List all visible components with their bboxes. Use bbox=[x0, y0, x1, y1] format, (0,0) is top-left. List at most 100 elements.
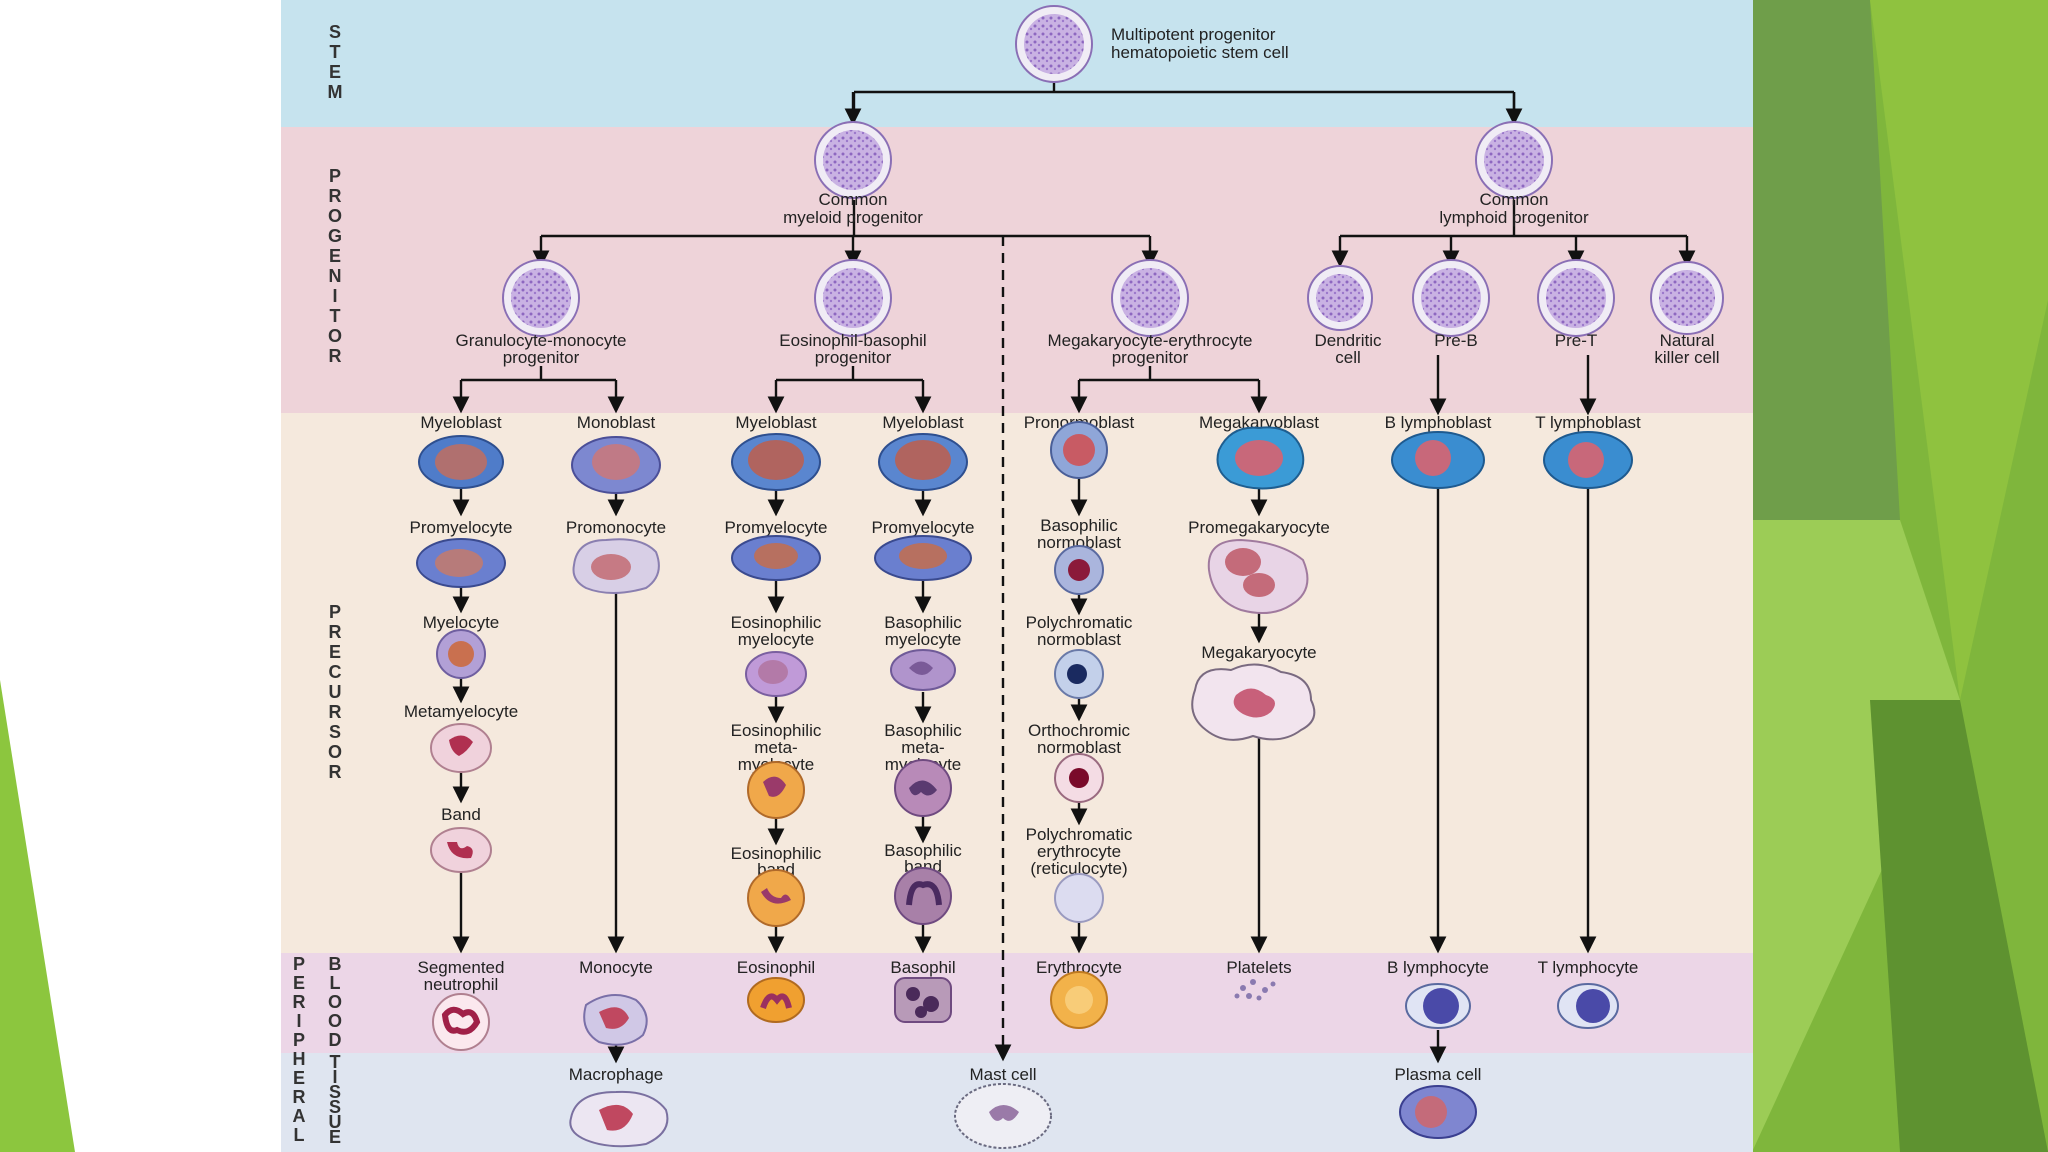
myeloid-branch bbox=[541, 200, 1150, 238]
right-green-shade-2 bbox=[1870, 0, 2048, 700]
nk-label-2: killer cell bbox=[1654, 348, 1719, 367]
myeloblast-3-label: Myeloblast bbox=[882, 413, 964, 432]
eos-meta-label-2: meta- bbox=[754, 738, 797, 757]
megakaryoblast-label: Megakaryoblast bbox=[1199, 413, 1319, 432]
basophil-label: Basophil bbox=[890, 958, 955, 977]
neutrophil-label-1: Segmented bbox=[418, 958, 505, 977]
plasma-cell-label: Plasma cell bbox=[1395, 1065, 1482, 1084]
megakaryoblast-cell bbox=[1216, 426, 1305, 490]
me-label-1: Megakaryocyte-erythrocyte bbox=[1047, 331, 1252, 350]
lymphoid-label-1: Common bbox=[1480, 190, 1549, 209]
baso-myelocyte-label-1: Basophilic bbox=[884, 613, 962, 632]
myeloid-label-1: Common bbox=[819, 190, 888, 209]
myeloblast-2-label: Myeloblast bbox=[735, 413, 817, 432]
baso-band-label-1: Basophilic bbox=[884, 841, 962, 860]
gm-progenitor-cell bbox=[502, 259, 580, 337]
poly-normoblast-label-1: Polychromatic bbox=[1026, 613, 1133, 632]
monocyte-cell bbox=[583, 994, 648, 1046]
myeloid-label-2: myeloid progenitor bbox=[783, 208, 923, 227]
eos-band-label-1: Eosinophilic bbox=[731, 844, 822, 863]
baso-myelocyte-label-2: myelocyte bbox=[885, 630, 962, 649]
megakaryocyte-label: Megakaryocyte bbox=[1201, 643, 1316, 662]
monoblast-cell bbox=[571, 436, 661, 494]
dendritic-label-2: cell bbox=[1335, 348, 1361, 367]
common-myeloid-progenitor-cell bbox=[814, 121, 892, 199]
basophil-cell bbox=[894, 977, 952, 1023]
lymphoid-branch bbox=[1340, 200, 1687, 238]
left-green-accent bbox=[0, 680, 75, 1152]
lymphoid-label-2: lymphoid progenitor bbox=[1439, 208, 1589, 227]
poly-erythrocyte-label-3: (reticulocyte) bbox=[1030, 859, 1127, 878]
gm-label-1: Granulocyte-monocyte bbox=[455, 331, 626, 350]
band-cell bbox=[430, 827, 492, 873]
basophilic-normoblast-cell bbox=[1054, 545, 1104, 595]
eb-progenitor-cell bbox=[814, 259, 892, 337]
dendritic-label-1: Dendritic bbox=[1314, 331, 1382, 350]
basophilic-normoblast-label-2: normoblast bbox=[1037, 533, 1121, 552]
promyelocyte-2-cell bbox=[731, 535, 821, 581]
monocyte-label: Monocyte bbox=[579, 958, 653, 977]
b-lymphocyte-label: B lymphocyte bbox=[1387, 958, 1489, 977]
metamyelocyte-label: Metamyelocyte bbox=[404, 702, 518, 721]
eos-meta-label-1: Eosinophilic bbox=[731, 721, 822, 740]
promyelocyte-3-label: Promyelocyte bbox=[872, 518, 975, 537]
myelocyte-cell bbox=[436, 629, 486, 679]
macrophage-cell bbox=[569, 1090, 669, 1148]
t-lymphocyte-cell bbox=[1557, 983, 1619, 1029]
pre-b-label: Pre-B bbox=[1434, 331, 1477, 350]
neutrophil-cell bbox=[432, 993, 490, 1051]
platelets-cluster bbox=[1234, 979, 1276, 1001]
b-lymphoblast-label: B lymphoblast bbox=[1385, 413, 1492, 432]
poly-normoblast-label-2: normoblast bbox=[1037, 630, 1121, 649]
natural-killer-cell bbox=[1650, 261, 1724, 335]
band-label: Band bbox=[441, 805, 481, 824]
plasma-cell-cell bbox=[1399, 1085, 1477, 1139]
dendritic-cell bbox=[1307, 265, 1373, 331]
promyelocyte-1-label: Promyelocyte bbox=[410, 518, 513, 537]
eb-label-2: progenitor bbox=[815, 348, 892, 367]
promyelocyte-2-label: Promyelocyte bbox=[725, 518, 828, 537]
pre-t-label: Pre-T bbox=[1555, 331, 1598, 350]
eos-myelocyte-cell bbox=[745, 651, 807, 697]
common-lymphoid-progenitor-cell bbox=[1475, 121, 1553, 199]
myelocyte-label: Myelocyte bbox=[423, 613, 500, 632]
erythrocyte-label: Erythrocyte bbox=[1036, 958, 1122, 977]
t-lymphoblast-label: T lymphoblast bbox=[1535, 413, 1641, 432]
me-label-2: progenitor bbox=[1112, 348, 1189, 367]
right-green-shade-4 bbox=[1870, 700, 2048, 1152]
poly-erythrocyte-label-1: Polychromatic bbox=[1026, 825, 1133, 844]
t-lymphocyte-label: T lymphocyte bbox=[1538, 958, 1639, 977]
stem-cell-nucleus bbox=[1024, 14, 1084, 74]
promegakaryocyte-cell bbox=[1207, 538, 1309, 615]
poly-erythrocyte-cell bbox=[1054, 873, 1104, 923]
poly-erythrocyte-label-2: erythrocyte bbox=[1037, 842, 1121, 861]
precursor-band bbox=[281, 413, 1753, 953]
right-green-shade-1 bbox=[1752, 0, 1900, 620]
pre-b-cell bbox=[1412, 259, 1490, 337]
stem-band bbox=[281, 0, 1753, 127]
promegakaryocyte-label: Promegakaryocyte bbox=[1188, 518, 1330, 537]
right-green-shade-3 bbox=[1752, 520, 1960, 1152]
me-progenitor-cell bbox=[1111, 259, 1189, 337]
b-lymphocyte-cell bbox=[1405, 983, 1471, 1029]
b-lymphoblast-cell bbox=[1391, 431, 1485, 489]
stem-cell bbox=[1015, 5, 1093, 83]
stem-label-1: Multipotent progenitor bbox=[1111, 25, 1276, 44]
baso-meta-label-1: Basophilic bbox=[884, 721, 962, 740]
myeloblast-1-cell bbox=[418, 435, 504, 489]
eos-metamyelocyte-cell bbox=[747, 761, 805, 819]
promyelocyte-1-cell bbox=[416, 538, 506, 588]
ortho-normoblast-label-1: Orthochromic bbox=[1028, 721, 1131, 740]
monoblast-label: Monoblast bbox=[577, 413, 656, 432]
baso-band-cell bbox=[894, 867, 952, 925]
myeloblast-2-cell bbox=[731, 433, 821, 491]
eos-band-cell bbox=[747, 869, 805, 927]
pronormoblast-cell bbox=[1050, 421, 1108, 479]
platelets-label: Platelets bbox=[1226, 958, 1291, 977]
